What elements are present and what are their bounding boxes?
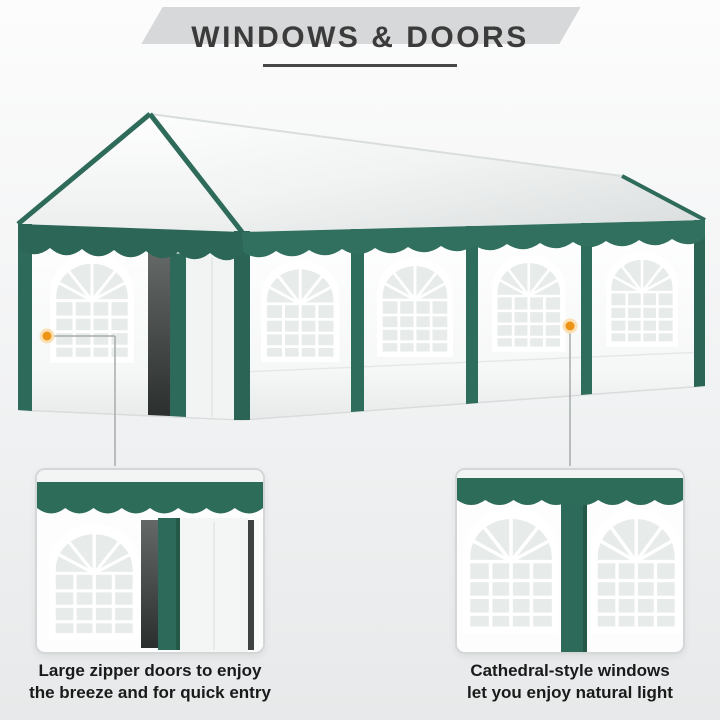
window-detail-card <box>455 468 685 654</box>
title-underline <box>263 64 457 67</box>
windows-caption: Cathedral-style windows let you enjoy na… <box>420 660 720 705</box>
scalloped-valance <box>18 220 705 261</box>
door-hotspot-dot <box>39 328 55 344</box>
tent-roof <box>16 112 706 234</box>
doors-caption-line1: Large zipper doors to enjoy <box>38 661 262 680</box>
windows-caption-line2: let you enjoy natural light <box>467 683 673 703</box>
front-cathedral-window <box>48 252 136 365</box>
callout-connectors <box>53 333 571 466</box>
door-detail-card <box>35 468 265 654</box>
windows-caption-line1: Cathedral-style windows <box>470 661 670 680</box>
doors-caption-line2: the breeze and for quick entry <box>29 683 271 703</box>
doors-caption: Large zipper doors to enjoy the breeze a… <box>0 660 300 705</box>
window-hotspot-dot <box>562 318 578 334</box>
door-detail-image <box>37 470 263 652</box>
window-detail-image <box>457 470 683 652</box>
page-title: WINDOWS & DOORS <box>191 21 529 54</box>
tent-poles <box>18 220 705 420</box>
front-zipper-door <box>148 252 234 419</box>
